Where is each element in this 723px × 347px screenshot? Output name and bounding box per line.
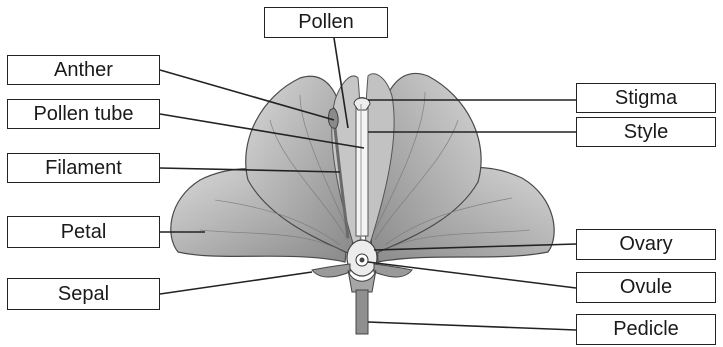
pedicle-shape — [356, 290, 368, 334]
stigma-shape — [354, 98, 370, 110]
left-sepal — [312, 264, 350, 277]
style-label: Style — [576, 117, 716, 147]
pedicle-label: Pedicle — [576, 314, 716, 345]
sepal-leader-line — [160, 272, 312, 294]
filament-label: Filament — [7, 153, 160, 183]
pedicle-leader-line — [368, 322, 576, 330]
sepal-label: Sepal — [7, 278, 160, 310]
ovule-label: Ovule — [576, 272, 716, 303]
stigma-label: Stigma — [576, 83, 716, 113]
anther-label: Anther — [7, 55, 160, 85]
right-sepal — [374, 264, 412, 277]
petal-label: Petal — [7, 216, 160, 248]
ovule-core — [360, 258, 365, 263]
ovary-label: Ovary — [576, 229, 716, 260]
style-shape — [356, 98, 368, 237]
pollen-label: Pollen — [264, 7, 388, 38]
pollen-tube-label: Pollen tube — [7, 99, 160, 129]
